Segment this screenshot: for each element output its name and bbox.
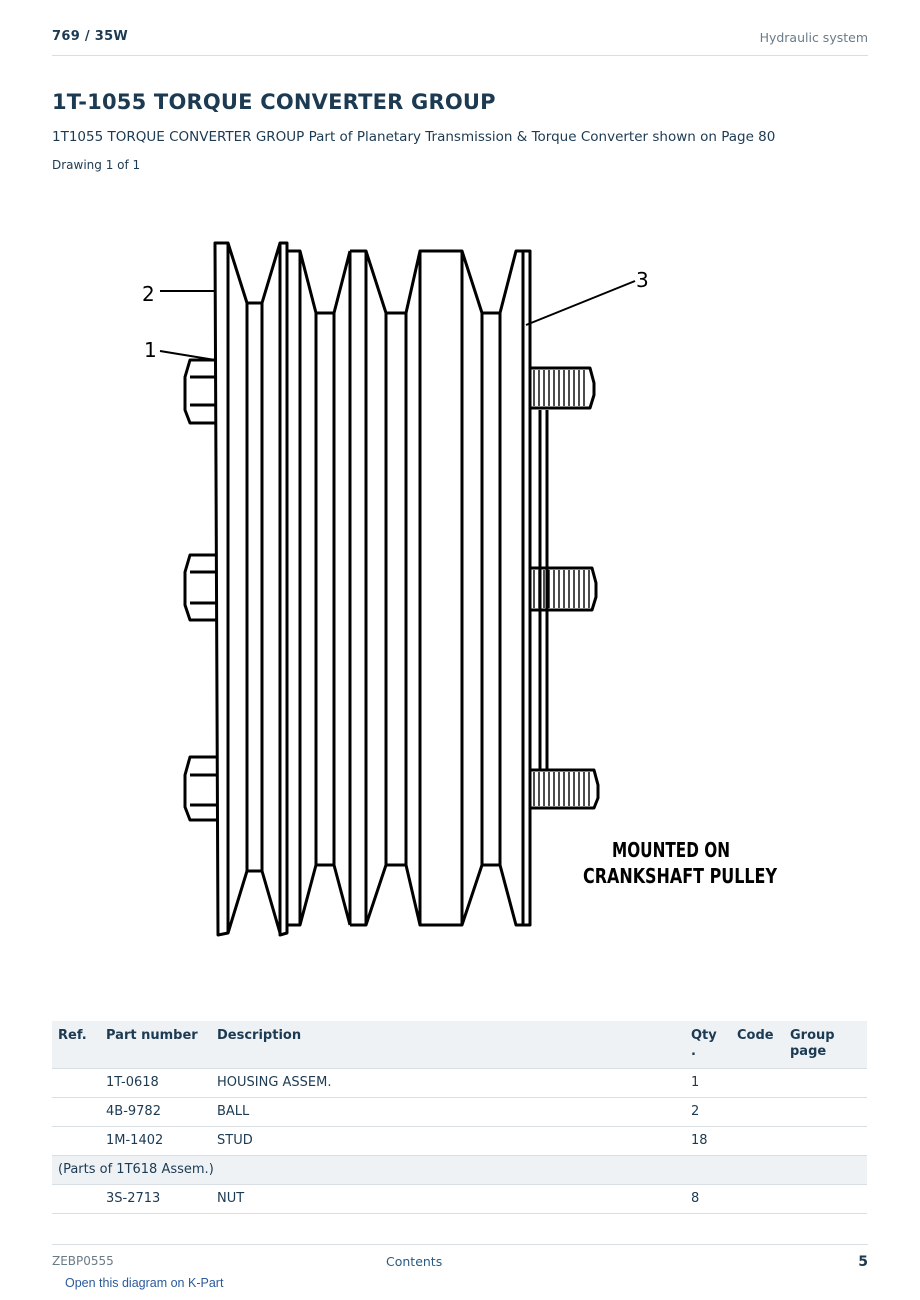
document-id: ZEBP0555 (52, 1254, 114, 1268)
cell-ref (52, 1126, 100, 1156)
cell-qty: 1 (685, 1068, 731, 1098)
parts-table-header: Ref. Part number Description Qty. Code G… (52, 1021, 867, 1069)
cell-description: STUD (211, 1126, 685, 1156)
model-label: 769 / 35W (52, 29, 129, 44)
col-ref: Ref. (52, 1021, 100, 1069)
col-part-number: Part number (100, 1021, 211, 1069)
section-label: Hydraulic system (759, 30, 868, 45)
rear-plate (516, 249, 532, 927)
stud-middle (530, 566, 598, 612)
pulley-ring-2 (314, 313, 336, 865)
cell-code (731, 1068, 784, 1098)
cell-part-number: 4B-9782 (100, 1097, 211, 1127)
exploded-parts-diagram: 1 2 3 MOUNTED ON CRANKSHAFT PULLEY (142, 241, 777, 937)
nut-top (183, 358, 216, 425)
table-row: 1T-0618 HOUSING ASSEM. 1 (52, 1068, 867, 1098)
leader-line-1 (159, 350, 216, 361)
housing-stem (538, 410, 549, 770)
col-qty: Qty. (685, 1021, 731, 1069)
table-note-row: (Parts of 1T618 Assem.) (52, 1155, 867, 1185)
cell-description: NUT (211, 1184, 685, 1214)
cell-group-page (784, 1184, 867, 1214)
page-header: 769 / 35W Hydraulic system (52, 29, 868, 56)
assembly-note: (Parts of 1T618 Assem.) (52, 1155, 867, 1185)
col-code: Code (731, 1021, 784, 1069)
table-row: 3S-2713 NUT 8 (52, 1184, 867, 1214)
page-title: 1T-1055 TORQUE CONVERTER GROUP (52, 90, 496, 114)
cell-code (731, 1126, 784, 1156)
cell-ref (52, 1097, 100, 1127)
group-description: 1T1055 TORQUE CONVERTER GROUP Part of Pl… (52, 129, 776, 145)
page-footer: ZEBP0555 Contents 5 (52, 1244, 868, 1275)
cell-description: HOUSING ASSEM. (211, 1068, 685, 1098)
cell-ref (52, 1184, 100, 1214)
open-on-kpart-link[interactable]: Open this diagram on K-Part (65, 1276, 224, 1290)
cell-code (731, 1184, 784, 1214)
stud-top (530, 366, 596, 410)
col-description: Description (211, 1021, 685, 1069)
table-row: 4B-9782 BALL 2 (52, 1097, 867, 1127)
pulley-groove-1 (226, 242, 282, 305)
leader-line-3 (525, 280, 636, 326)
stud-bottom (530, 768, 600, 810)
diagram-caption-line1: MOUNTED ON (612, 838, 730, 862)
cell-qty: 2 (685, 1097, 731, 1127)
pulley-flange-2 (278, 241, 289, 937)
diagram-caption-line2: CRANKSHAFT PULLEY (583, 864, 777, 888)
cell-description: BALL (211, 1097, 685, 1127)
housing-front-flange (213, 241, 230, 937)
pulley-ring-3 (384, 313, 408, 865)
parts-table: Ref. Part number Description Qty. Code G… (52, 1021, 867, 1214)
cell-part-number: 1T-0618 (100, 1068, 211, 1098)
cell-part-number: 3S-2713 (100, 1184, 211, 1214)
cell-part-number: 1M-1402 (100, 1126, 211, 1156)
callout-1: 1 (144, 338, 157, 362)
nut-bottom (183, 755, 216, 822)
nut-middle (183, 553, 216, 622)
drawing-count: Drawing 1 of 1 (52, 158, 141, 172)
cell-qty: 18 (685, 1126, 731, 1156)
pulley-ring-1 (245, 303, 264, 871)
page-number: 5 (858, 1254, 868, 1270)
callout-2: 2 (142, 282, 155, 306)
cell-group-page (784, 1097, 867, 1127)
cell-group-page (784, 1068, 867, 1098)
cell-code (731, 1097, 784, 1127)
pulley-flange-3 (350, 249, 422, 315)
contents-link[interactable]: Contents (386, 1254, 443, 1269)
cell-group-page (784, 1126, 867, 1156)
pulley-center-ring (418, 249, 525, 927)
table-row: 1M-1402 STUD 18 (52, 1126, 867, 1156)
cell-ref (52, 1068, 100, 1098)
cell-qty: 8 (685, 1184, 731, 1214)
callout-3: 3 (636, 268, 649, 292)
